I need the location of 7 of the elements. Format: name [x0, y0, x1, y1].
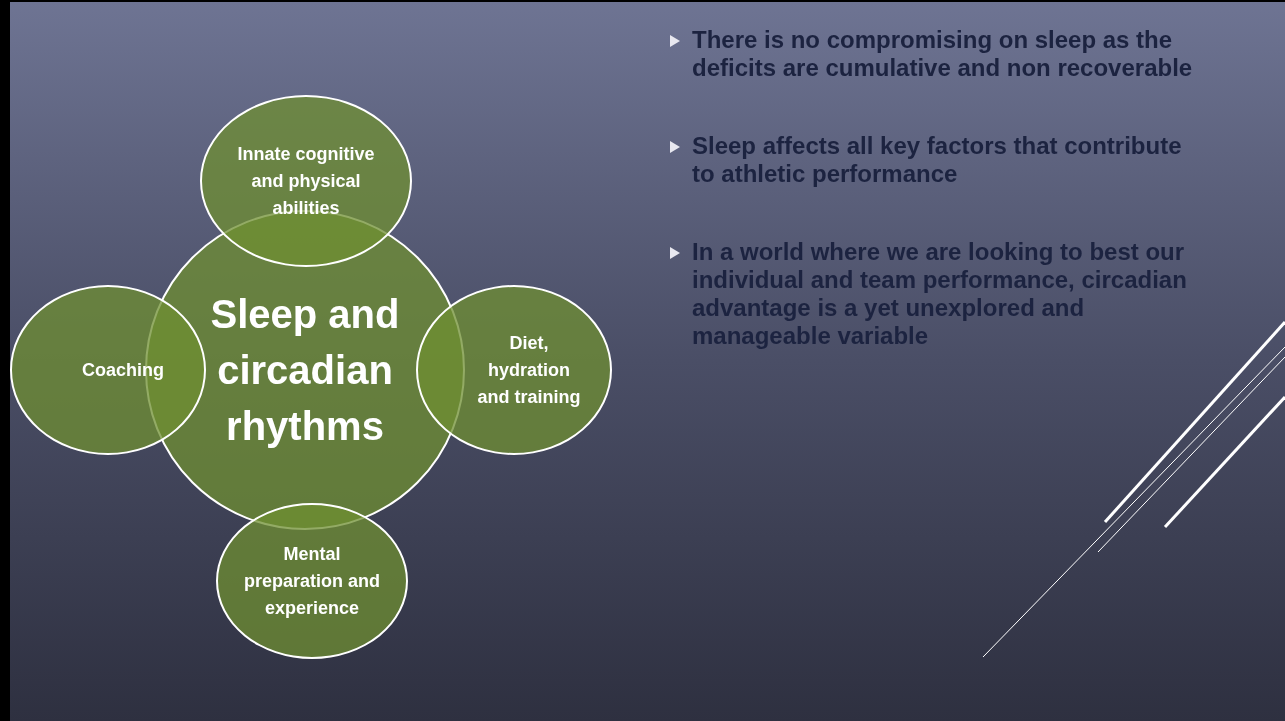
node-label: Innate cognitive and physical abilities [236, 142, 376, 220]
node-label: Coaching [81, 358, 164, 382]
node-label: Sleep and circadian rhythms [209, 291, 401, 450]
bullet-text: There is no compromising on sleep as the deficits are cumulative and non recoverable [692, 26, 1194, 82]
bullet-text: Sleep affects all key factors that contribute to athletic performance [692, 132, 1183, 188]
node-label: Diet, hydration and training [476, 331, 582, 409]
node-label: Mental preparation and experience [243, 542, 381, 620]
